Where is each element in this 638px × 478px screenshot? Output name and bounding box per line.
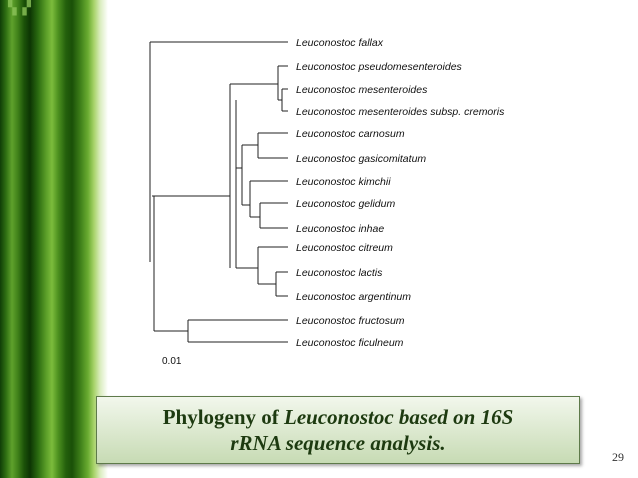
caption-italic-line1: Leuconostoc based on 16S [284,405,514,429]
caption-italic-line2: rRNA sequence analysis. [230,431,446,455]
caption-text: Phylogeny of Leuconostoc based on 16S rR… [163,404,514,456]
taxon-label: Leuconostoc argentinum [296,291,411,303]
taxon-label: Leuconostoc citreum [296,242,393,254]
taxon-label: Leuconostoc fallax [296,37,384,49]
taxon-labels: Leuconostoc fallax Leuconostoc pseudomes… [296,37,505,349]
decorative-sidebar: ▚▞ [0,0,108,478]
slide-caption: Phylogeny of Leuconostoc based on 16S rR… [96,396,580,464]
taxon-label: Leuconostoc carnosum [296,128,405,140]
corner-ornament: ▚▞ [8,0,37,16]
taxon-label: Leuconostoc mesenteroides subsp. cremori… [296,106,505,118]
taxon-label: Leuconostoc gelidum [296,198,395,210]
caption-plain: Phylogeny of [162,405,285,429]
taxon-label: Leuconostoc lactis [296,267,383,279]
taxon-label: Leuconostoc mesenteroides [296,84,428,96]
tree-branches [149,41,288,343]
phylogenetic-tree: Leuconostoc fallax Leuconostoc pseudomes… [108,0,638,400]
taxon-label: Leuconostoc gasicomitatum [296,153,426,165]
taxon-label: Leuconostoc inhae [296,223,384,235]
tree-svg: Leuconostoc fallax Leuconostoc pseudomes… [149,37,505,367]
taxon-label: Leuconostoc pseudomesenteroides [296,61,463,73]
taxon-label: Leuconostoc fructosum [296,315,405,327]
scale-bar-label: 0.01 [162,356,182,367]
taxon-label: Leuconostoc kimchii [296,176,391,188]
taxon-label: Leuconostoc ficulneum [296,337,404,349]
page-number: 29 [612,450,624,464]
